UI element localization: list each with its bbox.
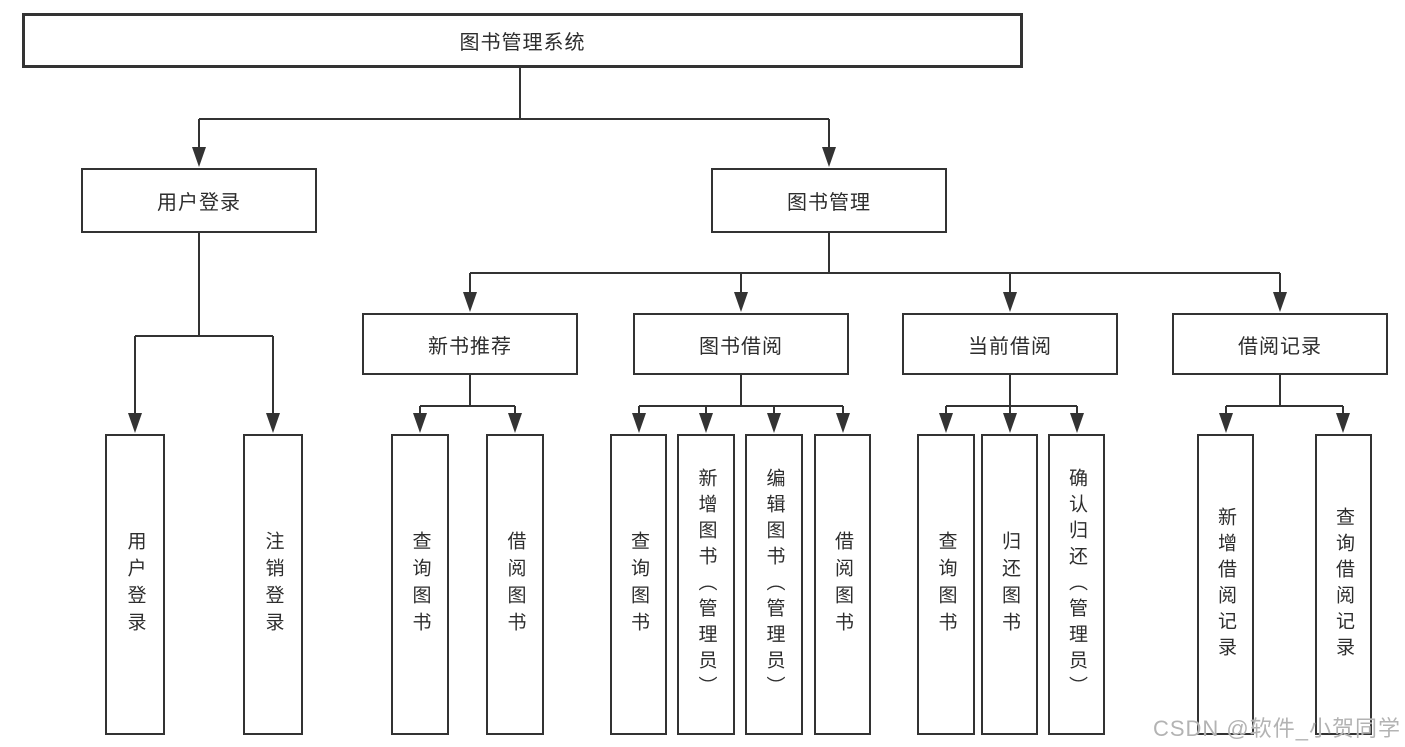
node-new-book-recommend: 新书推荐	[362, 313, 578, 375]
node-label: 图书管理系统	[459, 32, 586, 54]
node-leaf-add-borrow-record: 新增借阅记录	[1197, 434, 1254, 735]
node-book-borrowing: 图书借阅	[633, 313, 849, 375]
node-leaf-edit-book-admin: 编辑图书（管理员）	[745, 434, 803, 735]
node-leaf-query-borrow-record: 查询借阅记录	[1315, 434, 1372, 735]
node-label: 归还图书	[999, 530, 1020, 639]
node-label: 借阅图书	[832, 530, 853, 639]
node-leaf-query-books-2: 查询图书	[610, 434, 667, 735]
node-label: 注销登录	[262, 530, 284, 639]
node-label: 用户登录	[124, 530, 146, 639]
node-leaf-query-books-1: 查询图书	[391, 434, 449, 735]
node-label: 查询图书	[628, 530, 649, 639]
arrowheads	[128, 147, 1350, 433]
node-label: 新增图书（管理员）	[695, 467, 717, 702]
node-user-login-module: 用户登录	[81, 168, 317, 233]
node-leaf-logout: 注销登录	[243, 434, 303, 735]
node-leaf-confirm-return-admin: 确认归还（管理员）	[1048, 434, 1105, 735]
node-leaf-return-book: 归还图书	[981, 434, 1038, 735]
node-label: 编辑图书（管理员）	[763, 467, 785, 702]
node-label: 查询借阅记录	[1333, 506, 1354, 663]
node-leaf-add-book-admin: 新增图书（管理员）	[677, 434, 735, 735]
node-label: 查询图书	[409, 530, 431, 639]
node-label: 用户登录	[157, 192, 241, 214]
node-leaf-query-books-3: 查询图书	[917, 434, 975, 735]
node-leaf-borrow-books-2: 借阅图书	[814, 434, 871, 735]
node-label: 查询图书	[935, 530, 957, 639]
node-label: 借阅图书	[504, 530, 526, 639]
node-label: 新书推荐	[428, 335, 512, 358]
node-leaf-user-login: 用户登录	[105, 434, 165, 735]
node-library-system: 图书管理系统	[22, 13, 1023, 68]
node-borrowing-records: 借阅记录	[1172, 313, 1388, 375]
node-label: 当前借阅	[968, 335, 1052, 358]
node-label: 确认归还（管理员）	[1066, 467, 1087, 702]
node-current-borrowing: 当前借阅	[902, 313, 1118, 375]
node-label: 图书借阅	[699, 335, 783, 358]
node-label: 借阅记录	[1238, 335, 1322, 358]
node-label: 新增借阅记录	[1215, 506, 1236, 663]
node-leaf-borrow-books-1: 借阅图书	[486, 434, 544, 735]
node-label: 图书管理	[787, 192, 871, 214]
node-book-management: 图书管理	[711, 168, 947, 233]
csdn-watermark: CSDN @软件_小贺同学	[1152, 716, 1401, 741]
